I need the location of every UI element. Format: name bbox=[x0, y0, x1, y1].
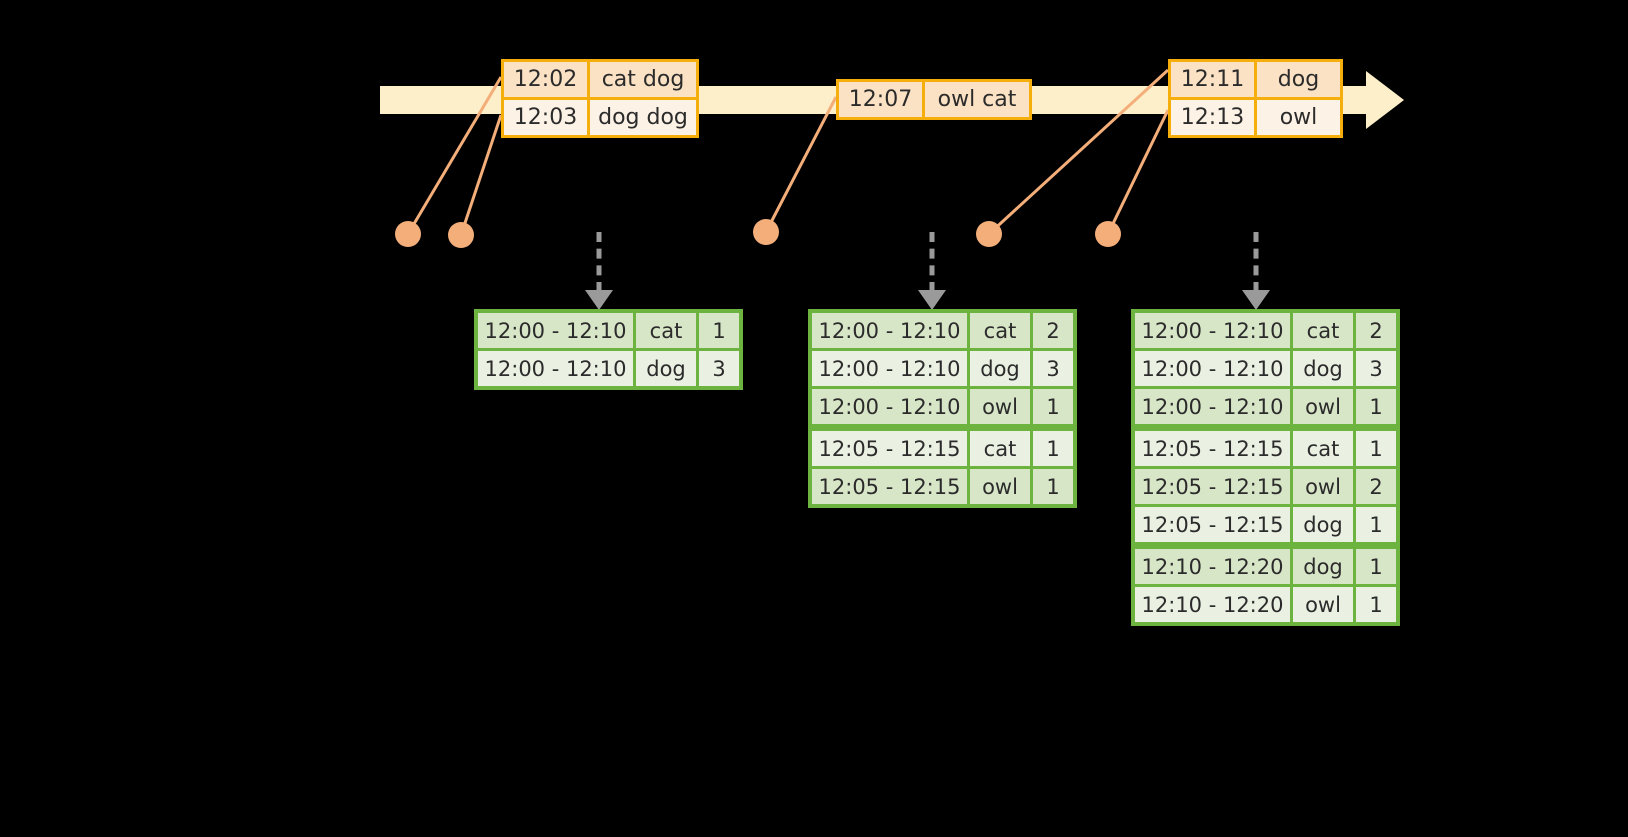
event-value: dog bbox=[1257, 62, 1340, 97]
event-value: owl cat bbox=[925, 82, 1029, 117]
cell-count: 1 bbox=[699, 313, 739, 348]
cell-word: cat bbox=[970, 313, 1030, 348]
cell-count: 1 bbox=[1356, 507, 1396, 542]
cell-count: 3 bbox=[699, 351, 739, 386]
cell-window: 12:00 - 12:10 bbox=[812, 351, 967, 386]
cell-count: 1 bbox=[1356, 431, 1396, 466]
dashed-arrow-1 bbox=[585, 232, 613, 310]
cell-window: 12:05 - 12:15 bbox=[812, 431, 967, 466]
cell-word: owl bbox=[970, 389, 1030, 424]
event-time: 12:13 bbox=[1171, 100, 1257, 135]
cell-word: cat bbox=[1293, 313, 1353, 348]
cell-window: 12:00 - 12:10 bbox=[812, 313, 967, 348]
event-value: dog dog bbox=[590, 100, 696, 135]
cell-window: 12:05 - 12:15 bbox=[812, 469, 967, 504]
cell-word: dog bbox=[1293, 351, 1353, 386]
event-row: 12:03 dog dog bbox=[504, 97, 696, 135]
cell-count: 1 bbox=[1033, 431, 1073, 466]
cell-window: 12:00 - 12:10 bbox=[1135, 389, 1290, 424]
event-box-1: 12:02 cat dog 12:03 dog dog bbox=[501, 59, 699, 138]
event-row: 12:13 owl bbox=[1171, 97, 1340, 135]
cell-count: 1 bbox=[1033, 469, 1073, 504]
event-time: 12:02 bbox=[504, 62, 590, 97]
cell-count: 1 bbox=[1356, 587, 1396, 622]
timeline-arrow-head bbox=[1366, 71, 1404, 129]
cell-word: owl bbox=[1293, 469, 1353, 504]
cell-word: dog bbox=[970, 351, 1030, 386]
cell-word: owl bbox=[1293, 587, 1353, 622]
cell-window: 12:00 - 12:10 bbox=[1135, 313, 1290, 348]
cell-word: dog bbox=[1293, 507, 1353, 542]
cell-word: dog bbox=[1293, 549, 1353, 584]
cell-window: 12:05 - 12:15 bbox=[1135, 469, 1290, 504]
cell-window: 12:10 - 12:20 bbox=[1135, 549, 1290, 584]
event-box-3: 12:11 dog 12:13 owl bbox=[1168, 59, 1343, 138]
event-row: 12:02 cat dog bbox=[504, 62, 696, 97]
cell-count: 3 bbox=[1356, 351, 1396, 386]
event-dot-5 bbox=[1095, 221, 1121, 247]
event-row: 12:07 owl cat bbox=[839, 82, 1029, 117]
event-value: owl bbox=[1257, 100, 1340, 135]
event-dot-1 bbox=[395, 221, 421, 247]
dashed-arrow-2 bbox=[918, 232, 946, 310]
cell-window: 12:05 - 12:15 bbox=[1135, 431, 1290, 466]
cell-window: 12:10 - 12:20 bbox=[1135, 587, 1290, 622]
cell-count: 2 bbox=[1356, 313, 1396, 348]
cell-word: owl bbox=[970, 469, 1030, 504]
cell-count: 2 bbox=[1356, 469, 1396, 504]
cell-count: 1 bbox=[1356, 389, 1396, 424]
event-value: cat dog bbox=[590, 62, 696, 97]
cell-window: 12:00 - 12:10 bbox=[1135, 351, 1290, 386]
event-time: 12:11 bbox=[1171, 62, 1257, 97]
cell-word: cat bbox=[636, 313, 696, 348]
event-box-2: 12:07 owl cat bbox=[836, 79, 1032, 120]
cell-word: dog bbox=[636, 351, 696, 386]
event-dot-2 bbox=[448, 222, 474, 248]
cell-count: 2 bbox=[1033, 313, 1073, 348]
event-dot-4 bbox=[976, 221, 1002, 247]
cell-word: owl bbox=[1293, 389, 1353, 424]
cell-count: 3 bbox=[1033, 351, 1073, 386]
cell-word: cat bbox=[970, 431, 1030, 466]
event-dot-3 bbox=[753, 219, 779, 245]
cell-count: 1 bbox=[1033, 389, 1073, 424]
cell-word: cat bbox=[1293, 431, 1353, 466]
cell-window: 12:00 - 12:10 bbox=[812, 389, 967, 424]
cell-window: 12:05 - 12:15 bbox=[1135, 507, 1290, 542]
cell-window: 12:00 - 12:10 bbox=[478, 351, 633, 386]
event-time: 12:07 bbox=[839, 82, 925, 117]
event-time: 12:03 bbox=[504, 100, 590, 135]
dashed-arrow-3 bbox=[1242, 232, 1270, 310]
cell-window: 12:00 - 12:10 bbox=[478, 313, 633, 348]
cell-count: 1 bbox=[1356, 549, 1396, 584]
event-row: 12:11 dog bbox=[1171, 62, 1340, 97]
